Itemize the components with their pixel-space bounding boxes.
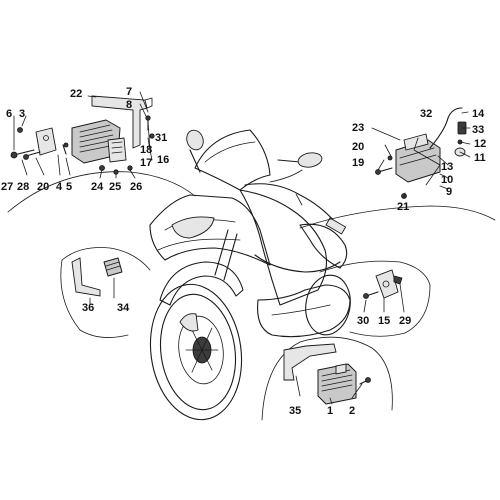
detail-arcs xyxy=(7,171,496,421)
callout-5: 5 xyxy=(66,181,72,193)
callout-14: 14 xyxy=(472,108,485,120)
callout-12: 12 xyxy=(474,138,486,150)
callout-9: 9 xyxy=(446,186,452,198)
callout-16: 16 xyxy=(157,154,169,166)
callout-26: 26 xyxy=(130,181,142,193)
callout-3: 3 xyxy=(19,108,25,120)
callout-21: 21 xyxy=(397,201,409,213)
callout-20-left: 20 xyxy=(37,181,49,193)
callout-24: 24 xyxy=(91,181,104,193)
callout-labels: 6 3 27 28 20 4 5 22 7 8 31 18 16 17 24 2… xyxy=(1,86,486,417)
callout-32: 32 xyxy=(420,108,432,120)
left-small-assembly xyxy=(71,257,123,305)
top-right-assembly xyxy=(371,107,471,199)
callout-20-right: 20 xyxy=(352,141,364,153)
callout-18: 18 xyxy=(140,144,152,156)
callout-34: 34 xyxy=(117,302,130,314)
callout-11: 11 xyxy=(474,152,486,164)
callout-6: 6 xyxy=(6,108,12,120)
callout-19: 19 xyxy=(352,157,364,169)
callout-30: 30 xyxy=(357,315,369,327)
callout-33: 33 xyxy=(472,124,484,136)
callout-36: 36 xyxy=(82,302,94,314)
scooter-illustration xyxy=(149,129,351,421)
callout-22: 22 xyxy=(70,88,82,100)
right-small-assembly xyxy=(363,269,405,313)
callout-15: 15 xyxy=(378,315,390,327)
callout-7: 7 xyxy=(126,86,132,98)
callout-25: 25 xyxy=(109,181,121,193)
callout-23: 23 xyxy=(352,122,364,134)
callout-27: 27 xyxy=(1,181,13,193)
callout-17: 17 xyxy=(140,157,152,169)
callout-8: 8 xyxy=(126,99,132,111)
callout-13: 13 xyxy=(441,161,453,173)
callout-2: 2 xyxy=(349,405,355,417)
callout-1: 1 xyxy=(327,405,333,417)
callout-10: 10 xyxy=(441,174,453,186)
callout-28: 28 xyxy=(17,181,29,193)
callout-29: 29 xyxy=(399,315,411,327)
callout-35: 35 xyxy=(289,405,301,417)
callout-31: 31 xyxy=(155,132,167,144)
top-left-assembly xyxy=(10,91,155,179)
bottom-assembly xyxy=(283,343,371,405)
callout-4: 4 xyxy=(56,181,63,193)
